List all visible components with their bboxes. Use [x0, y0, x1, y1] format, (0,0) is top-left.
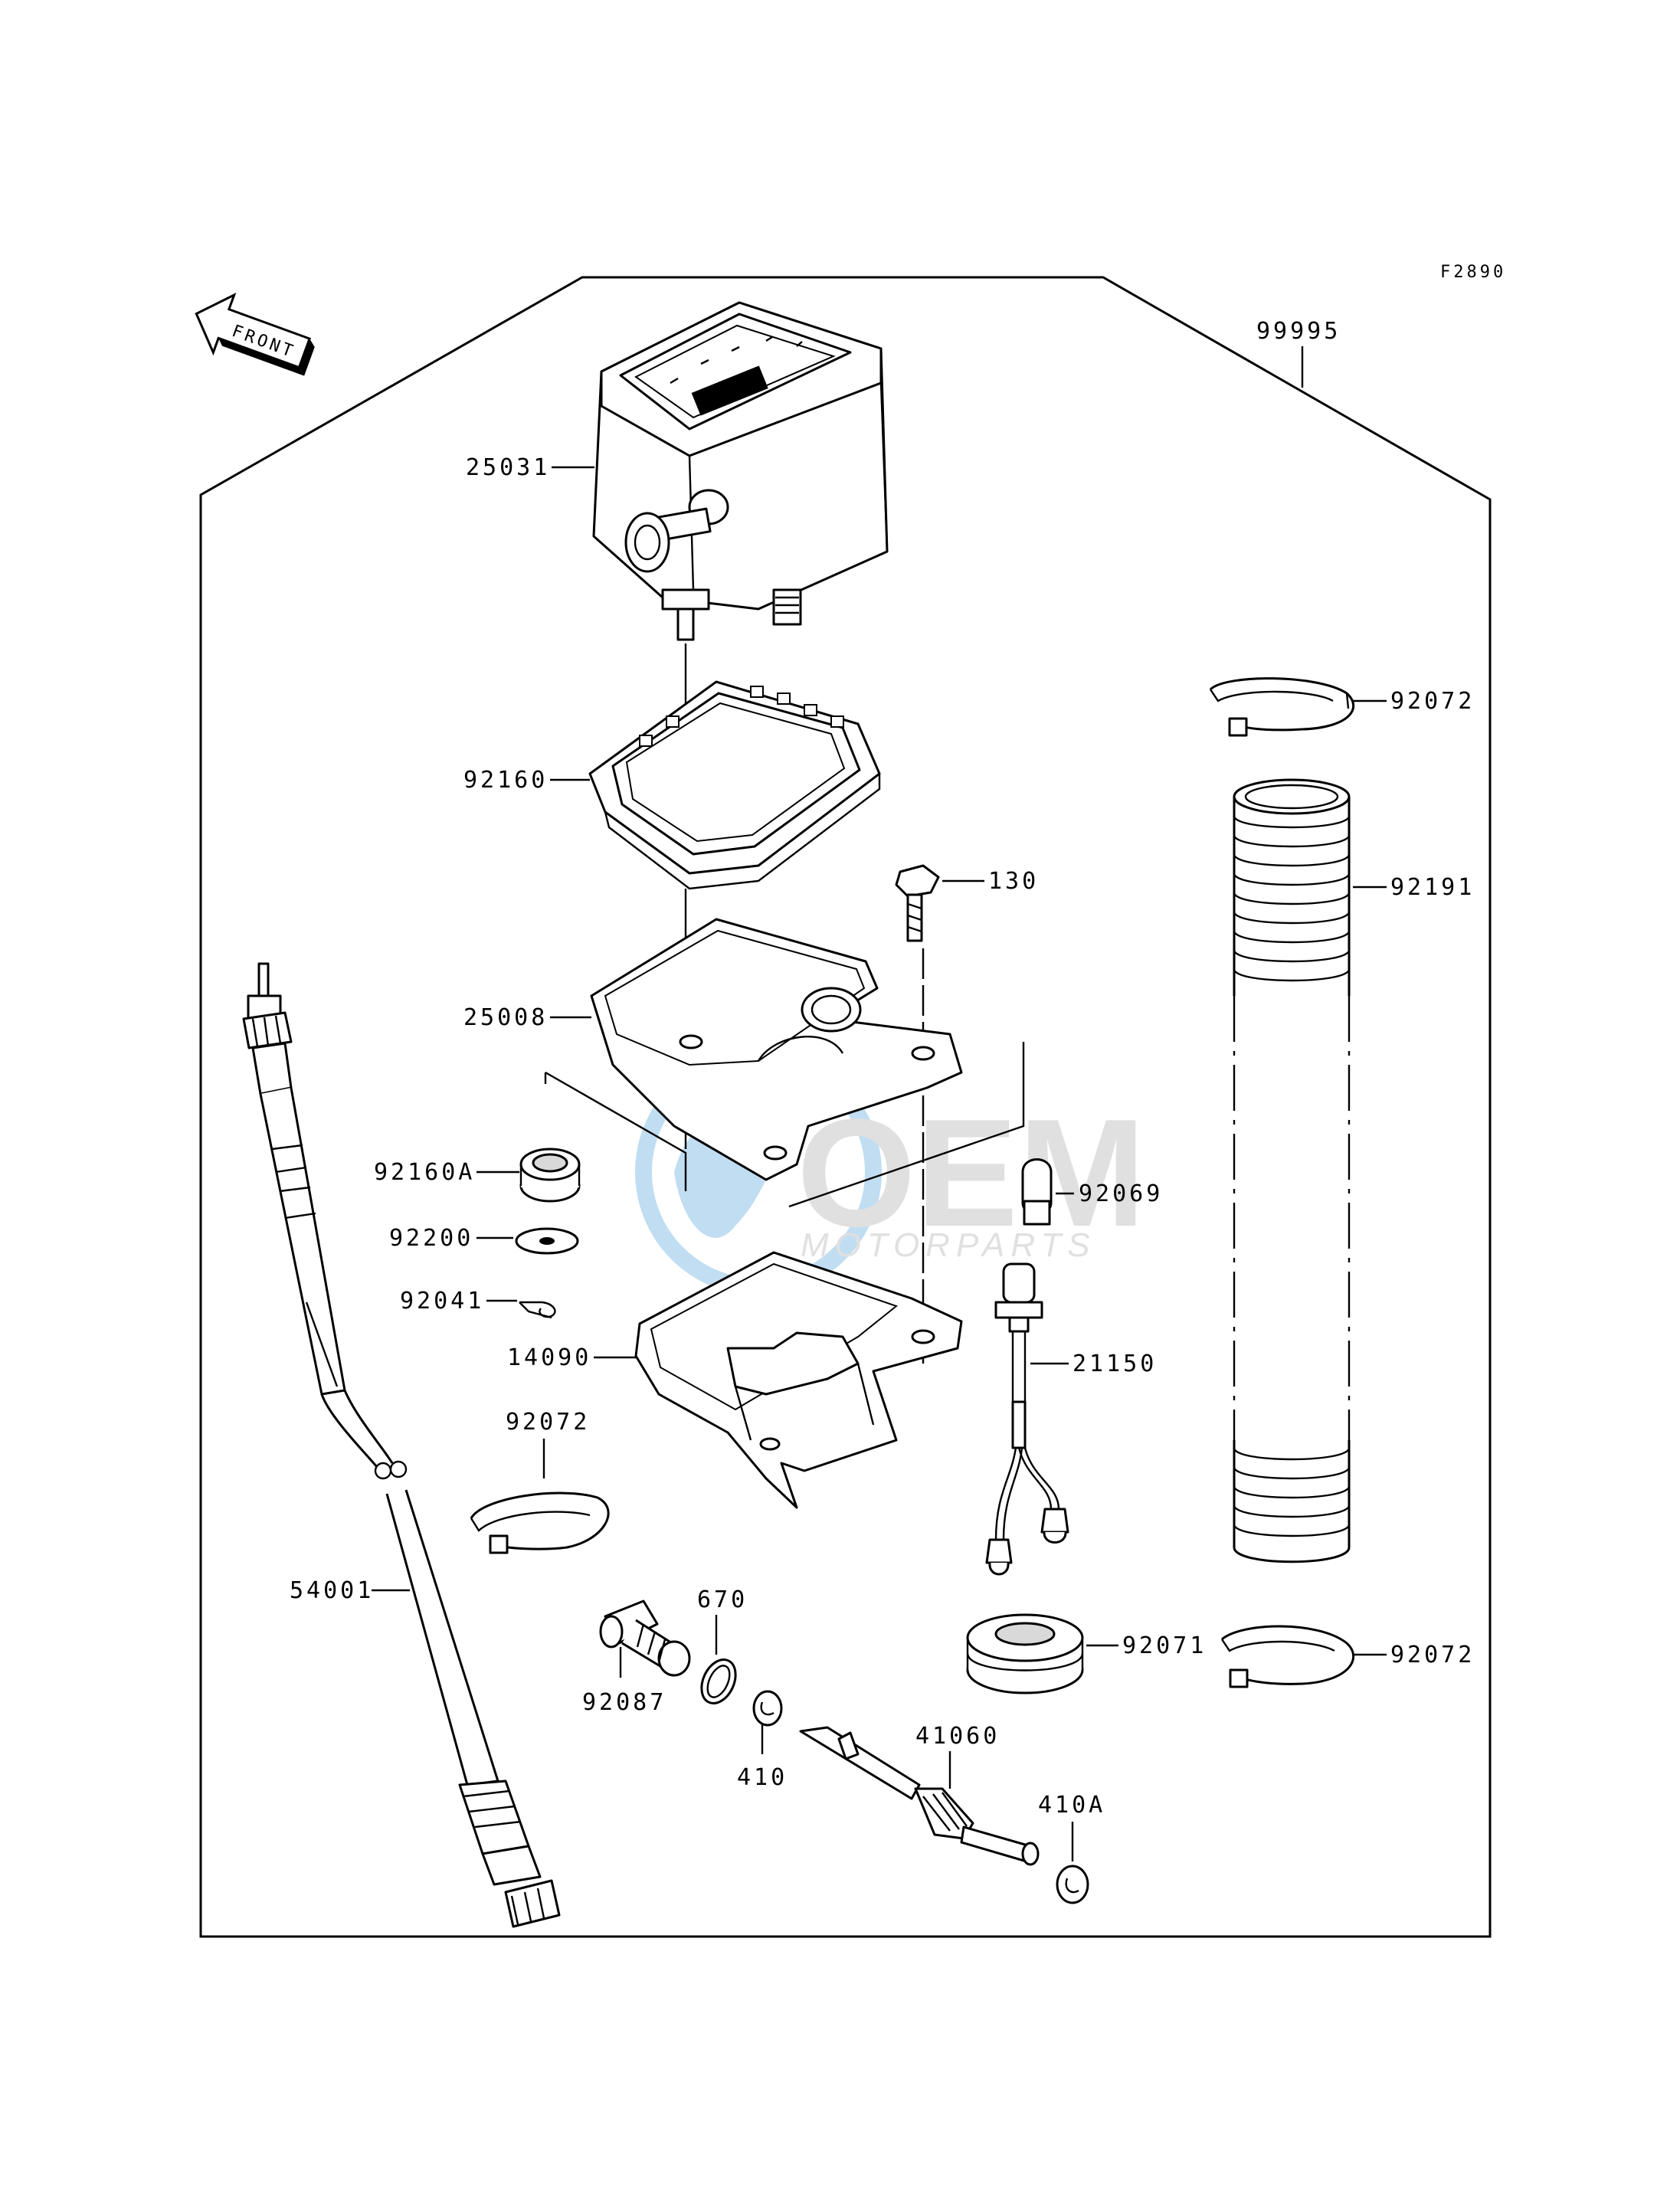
part-92087-joint[interactable]: 92087 [582, 1599, 691, 1716]
part-number-25031: 25031 [466, 454, 550, 481]
part-number-92191: 92191 [1390, 874, 1475, 901]
part-number-92069: 92069 [1079, 1180, 1163, 1207]
part-92072-band-top[interactable]: 92072 [1209, 677, 1475, 737]
front-arrow-icon: FRONT [195, 292, 315, 376]
part-670-o-ring[interactable]: 670 [695, 1586, 748, 1709]
part-number-99995: 99995 [1256, 318, 1341, 345]
part-number-130: 130 [988, 868, 1039, 895]
part-number-92160a: 92160A [374, 1159, 475, 1186]
part-number-92200: 92200 [389, 1225, 473, 1252]
kit-boundary [199, 276, 1492, 1938]
part-92069-bulb[interactable]: 92069 [1021, 1158, 1163, 1226]
part-99995-callout[interactable]: 99995 [1256, 318, 1341, 388]
part-number-92071: 92071 [1122, 1632, 1207, 1659]
part-number-410: 410 [737, 1764, 788, 1791]
part-number-410a: 410A [1038, 1792, 1105, 1819]
part-number-41060: 41060 [915, 1723, 1000, 1750]
part-54001-cable[interactable]: 54001 [242, 962, 561, 1928]
part-92072-band-left[interactable]: 92072 [470, 1409, 610, 1554]
figure-code: F2890 [1440, 263, 1506, 282]
assembly-bracket-left [545, 1071, 687, 1191]
part-number-92041: 92041 [400, 1288, 484, 1315]
part-number-670: 670 [697, 1586, 748, 1613]
part-21150-socket[interactable]: 21150 [985, 1262, 1157, 1576]
part-410a-washer[interactable]: 410A [1038, 1792, 1105, 1904]
part-41060-gear-shaft[interactable]: 41060 [799, 1723, 1040, 1866]
part-92072-band-bottom-right[interactable]: 92072 [1221, 1625, 1475, 1688]
part-number-54001: 54001 [290, 1577, 374, 1604]
part-25008-meter-case[interactable]: 25008 [463, 918, 963, 1181]
part-number-92072-c: 92072 [1390, 1642, 1475, 1668]
part-92160-gasket[interactable]: 92160 [463, 680, 881, 890]
part-92160a-grommet[interactable]: 92160A [374, 1148, 581, 1203]
part-92071-grommet[interactable]: 92071 [966, 1613, 1207, 1694]
part-92200-washer[interactable]: 92200 [389, 1225, 579, 1255]
part-14090-cover[interactable]: 14090 [507, 1251, 963, 1509]
part-number-25008: 25008 [463, 1004, 548, 1031]
part-92041-pin[interactable]: 92041 [400, 1288, 556, 1319]
part-number-92087: 92087 [582, 1689, 666, 1716]
part-number-92072-a: 92072 [1390, 688, 1475, 715]
part-130-bolt[interactable]: 130 [895, 864, 1039, 942]
part-number-14090: 14090 [507, 1344, 591, 1371]
part-number-21150: 21150 [1073, 1351, 1157, 1377]
part-410-washer[interactable]: 410 [737, 1690, 788, 1791]
part-92191-tube[interactable]: 92191 [1232, 778, 1475, 1563]
watermark-brand: OEM [797, 1088, 1146, 1259]
watermark-sub: MOTORPARTS [801, 1226, 1096, 1264]
assembly-bracket-right [788, 1042, 1025, 1208]
part-25031-meter-assembly[interactable]: 25031 [466, 301, 889, 641]
part-number-92072-b: 92072 [506, 1409, 590, 1436]
part-number-92160: 92160 [463, 767, 548, 794]
